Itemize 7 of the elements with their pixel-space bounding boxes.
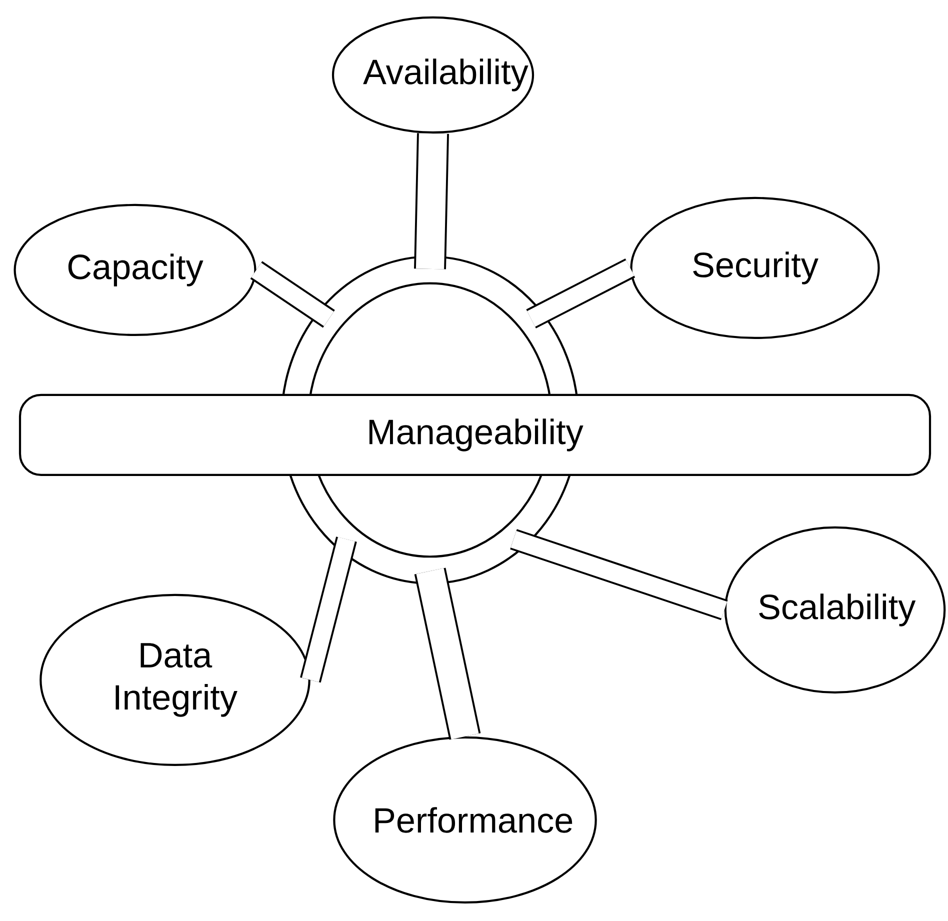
connector	[250, 261, 335, 328]
connector	[414, 568, 481, 740]
connector	[414, 133, 449, 270]
connector	[510, 529, 728, 620]
connector	[526, 258, 636, 328]
connector	[300, 536, 357, 683]
manageability-bar: Manageability	[18, 394, 932, 476]
